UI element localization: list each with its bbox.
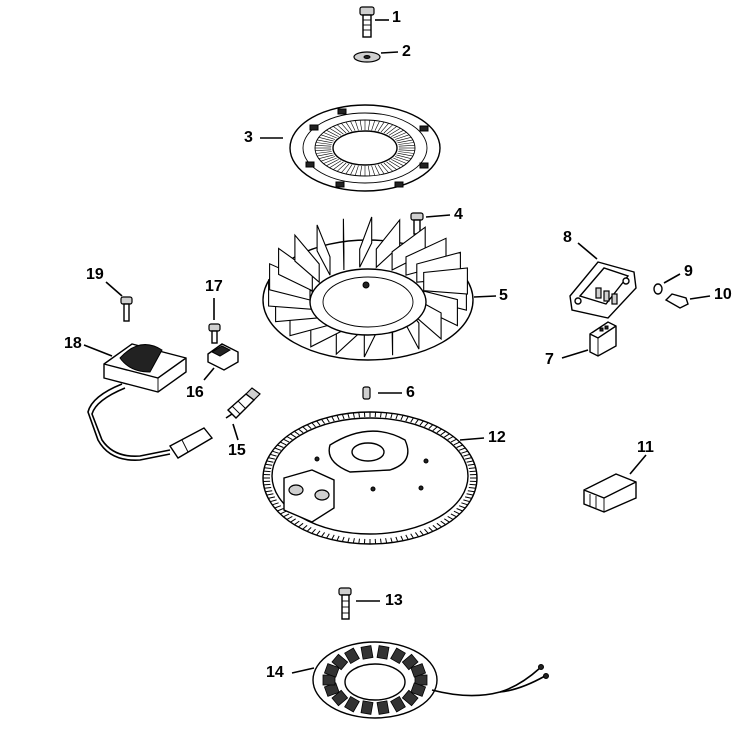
callout-14: 14	[266, 665, 284, 681]
callout-2: 2	[402, 44, 411, 60]
callout-3: 3	[244, 130, 253, 146]
part-3-plate	[260, 105, 440, 191]
part-19-screw	[106, 282, 132, 321]
part-5-fan	[263, 217, 496, 360]
callout-8: 8	[563, 230, 572, 246]
part-10-screw	[666, 294, 710, 308]
callout-13: 13	[385, 593, 403, 609]
callout-6: 6	[406, 385, 415, 401]
callout-12: 12	[488, 430, 506, 446]
part-11-block	[584, 455, 646, 512]
part-8-rectifier	[570, 243, 636, 318]
callout-18: 18	[64, 336, 82, 352]
callout-7: 7	[545, 352, 554, 368]
callout-19: 19	[86, 267, 104, 283]
part-9-nut	[654, 274, 680, 294]
part-1-bolt	[360, 7, 389, 37]
callout-10: 10	[714, 287, 732, 303]
part-2-washer	[354, 52, 398, 62]
part-16-clip	[204, 344, 238, 380]
callout-4: 4	[454, 207, 463, 223]
callout-11: 11	[637, 440, 654, 456]
part-18-ignition-module	[84, 344, 212, 460]
part-14-stator	[292, 642, 549, 718]
callout-16: 16	[186, 385, 204, 401]
part-4-screw	[411, 213, 450, 234]
part-15-plug	[226, 388, 260, 440]
part-6-key	[363, 387, 402, 399]
part-17-screw	[209, 298, 220, 343]
part-13-bolt	[339, 588, 380, 619]
callout-5: 5	[499, 288, 508, 304]
part-12-flywheel	[263, 412, 484, 544]
callout-15: 15	[228, 443, 246, 459]
callout-17: 17	[205, 279, 223, 295]
part-7-connector	[562, 322, 616, 358]
callout-9: 9	[684, 264, 693, 280]
callout-1: 1	[392, 10, 401, 26]
